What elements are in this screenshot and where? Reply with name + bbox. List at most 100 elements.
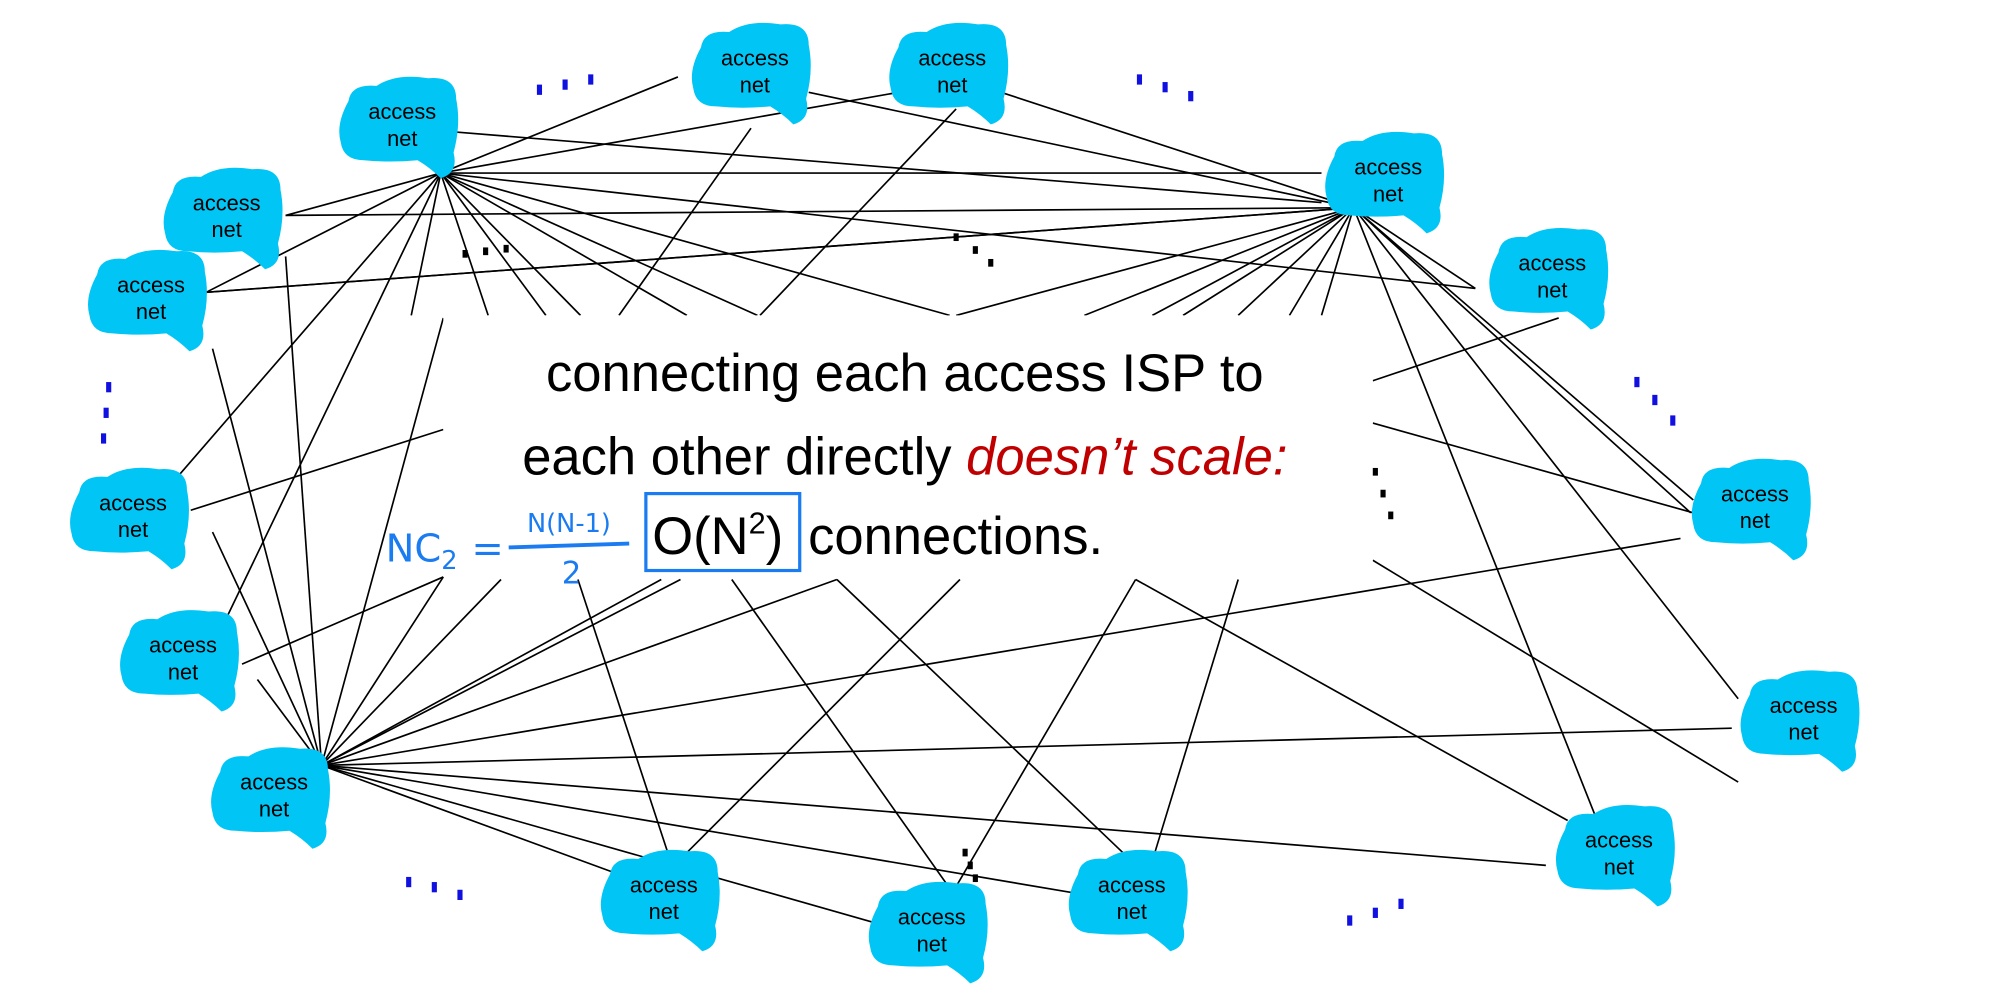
ellipsis-dot [431,882,437,893]
ellipsis-dot [536,84,543,95]
ellipsis-dot [953,233,959,242]
node-label-line2: net [740,72,770,97]
connection-line [321,578,662,767]
cloud-shape [70,467,189,570]
connection-line [220,172,442,629]
ellipsis-dot [483,247,489,256]
ellipsis-dot [106,382,112,393]
big-o-exponent: 2 [749,505,766,540]
cloud-shape [339,76,459,179]
connection-line [1372,559,1739,783]
cloud-shape [600,849,720,952]
svg-text:NC2: NC2 [386,527,458,577]
node-label-line2: net [1788,720,1818,745]
connection-line [1372,422,1694,514]
annotation-equals: = [472,527,504,572]
node-label-line1: access [117,272,185,297]
connection-line [173,172,442,482]
connection-line [211,348,323,766]
fraction-bar [508,541,630,550]
ellipsis-dot [1634,376,1640,388]
connection-line [1288,207,1355,316]
connection-line [1135,578,1569,822]
connection-lines [173,76,1739,931]
connection-line [618,127,752,316]
node-label-line1: access [898,904,966,929]
ellipsis-dot [1162,82,1168,93]
connection-line [808,91,1354,209]
connection-line [1353,206,1476,290]
connection-line [1320,207,1355,316]
node-label-line1: access [1770,693,1838,718]
connection-line [577,579,675,873]
node-label-line2: net [917,931,947,956]
caption-line-2: each other directly doesn’t scale: [522,427,1287,486]
ellipsis-dot [1652,394,1658,406]
connection-line [440,172,1476,290]
connection-line [321,578,681,767]
cloud-shape [120,610,239,712]
node-label-line2: net [649,899,679,924]
access-net-nodes: accessnetaccessnetaccessnetaccessnetacce… [70,22,1860,984]
ellipsis-dot [988,258,994,267]
connection-line [440,172,758,317]
caption-plain: each other directly [522,427,966,486]
node-label-line1: access [1518,251,1586,276]
ellipsis-dot [1380,489,1386,498]
connection-line [948,579,1137,898]
node-label-line1: access [721,45,789,70]
big-o: O(N [652,507,748,566]
connection-line [439,172,489,316]
annotation-subscript: 2 [441,546,457,576]
connection-line [1182,206,1355,317]
connection-line [1084,206,1354,317]
ellipsis-dot [1347,915,1353,926]
connection-line [285,172,441,217]
caption-background [443,315,1373,577]
big-o-close: ) [766,507,784,566]
annotation-denominator: 2 [562,555,582,591]
ellipsis-dot [1372,907,1378,918]
connection-line [440,91,899,174]
connection-line [1237,207,1355,316]
connection-line [440,172,582,316]
cloud-shape [889,22,1009,125]
connection-line [241,576,444,665]
node-label-line2: net [168,659,198,684]
connection-line [440,172,688,317]
ellipsis-dot [1136,74,1143,85]
node-label-line2: net [259,797,289,822]
connection-line [955,206,1354,317]
node-label-line1: access [240,770,308,795]
cloud-shape [691,22,811,125]
connection-line [321,764,620,876]
ellipsis-dot [1398,898,1404,909]
ellipsis-dot [1670,415,1676,426]
connection-line [321,727,1732,767]
connection-line [1372,317,1559,382]
connection-line [321,537,1681,767]
connection-line [320,576,445,766]
ellipsis-dot [1372,467,1378,476]
ellipsis-dot [962,848,968,857]
connection-line [321,764,899,931]
ellipsis-dot [1388,511,1394,520]
annotation-lhs: NC [386,527,442,572]
connection-line [440,76,679,174]
connection-line [440,172,547,316]
cloud-shape [1740,670,1860,772]
connection-line [1151,206,1354,317]
node-label-line2: net [1604,854,1634,879]
cloud-shape [868,881,988,984]
connection-line [190,428,444,512]
connection-line [410,172,442,316]
node-label-line1: access [1721,481,1789,506]
connection-line [1154,579,1239,853]
